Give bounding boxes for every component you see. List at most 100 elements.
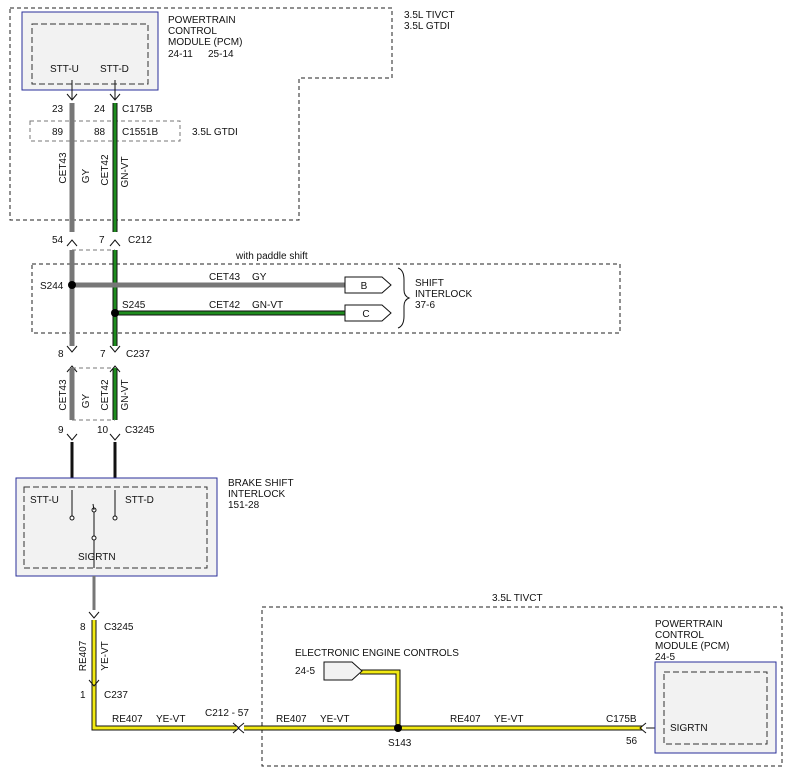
c175b-pin-23: 23 — [52, 104, 64, 115]
c237-pin-7: 7 — [100, 349, 106, 360]
connector-arrow-icon — [88, 611, 100, 619]
switch-contact-right — [112, 515, 118, 521]
lower-cet43-color: GY — [81, 393, 92, 408]
connector-arrow-icon — [66, 239, 78, 247]
splice-s245-label: S245 — [122, 300, 146, 311]
tivct-bottom-region — [261, 606, 783, 767]
connector-c-arrow[interactable] — [344, 304, 392, 322]
lower-cet42-circuit: CET42 — [100, 379, 111, 411]
connector-arrow-icon — [66, 345, 78, 353]
connector-arrow-icon — [88, 679, 100, 687]
c3245b-label: C3245 — [104, 622, 134, 633]
connector-arrow-icon — [109, 345, 121, 353]
brake-title-1: BRAKE SHIFT — [228, 478, 294, 489]
eec-ref: 24-5 — [295, 666, 315, 677]
variant-line-1: 3.5L TIVCT — [404, 10, 455, 21]
c237b-label: C237 — [104, 690, 128, 701]
re407-circuit-h2: RE407 — [276, 714, 307, 725]
c175b-b-pin-56: 56 — [626, 736, 638, 747]
connector-arrow-icon — [66, 93, 78, 101]
pcm-bottom-title-1: POWERTRAIN — [655, 619, 723, 630]
pcm-bottom-ref: 24-5 — [655, 652, 675, 663]
splice-s244[interactable] — [68, 281, 76, 289]
brake-module-inner — [23, 486, 208, 569]
tivct-bottom-label: 3.5L TIVCT — [492, 593, 543, 604]
re407-circuit-h3: RE407 — [450, 714, 481, 725]
brake-title-3: 151-28 — [228, 500, 260, 511]
branch-cet42-circuit: CET42 — [209, 300, 241, 311]
cet42-circuit-label: CET42 — [100, 154, 111, 186]
c212b-label: C212 - 57 — [205, 708, 249, 719]
re407-color-h3: YE-VT — [494, 714, 523, 725]
connector-arrow-icon — [109, 93, 121, 101]
c212-pin-54: 54 — [52, 235, 64, 246]
wire-re407-eec-branch[interactable] — [360, 670, 400, 728]
brake-pin-sigrtn: SIGRTN — [78, 552, 116, 563]
c175b-label: C175B — [122, 104, 153, 115]
connector-b-label: B — [361, 281, 368, 292]
connector-arrow-icon — [109, 433, 121, 441]
re407-circuit-vertical: RE407 — [78, 640, 89, 671]
c212-pin-7: 7 — [99, 235, 105, 246]
c237-label: C237 — [126, 349, 150, 360]
re407-color-h2: YE-VT — [320, 714, 349, 725]
shift-interlock-line-3: 37-6 — [415, 300, 435, 311]
wire-re407-left[interactable] — [92, 620, 237, 730]
switch-contact-left — [69, 515, 75, 521]
c1551b-note: 3.5L GTDI — [192, 127, 238, 138]
brake-title-2: INTERLOCK — [228, 489, 286, 500]
c212-label: C212 — [128, 235, 152, 246]
c3245-pin-9: 9 — [58, 425, 64, 436]
eec-label: ELECTRONIC ENGINE CONTROLS — [295, 648, 459, 659]
pcm-bottom-title-3: MODULE (PCM) — [655, 641, 729, 652]
connector-arrow-icon — [639, 722, 647, 734]
pcm-top-title-2: CONTROL — [168, 26, 217, 37]
connector-arrow-icon — [66, 433, 78, 441]
c237-pin-8: 8 — [58, 349, 64, 360]
pcm-top-ref-1: 24-11 — [168, 49, 193, 60]
splice-s143-label: S143 — [388, 738, 412, 749]
pcm-bottom-inner — [663, 671, 768, 745]
splice-s244-label: S244 — [40, 281, 64, 292]
variant-line-2: 3.5L GTDI — [404, 21, 450, 32]
c1551b-pin-88: 88 — [94, 127, 106, 138]
pcm-top-title-1: POWERTRAIN — [168, 15, 236, 26]
c3245-pin-10: 10 — [97, 425, 109, 436]
shift-interlock-line-1: SHIFT — [415, 278, 444, 289]
c3245b-pin-8: 8 — [80, 622, 86, 633]
tivct-gtdi-region — [9, 7, 393, 221]
pcm-top-ref-2: 25-14 — [208, 49, 234, 60]
pcm-bottom-module[interactable] — [654, 661, 777, 754]
c237b-pin-1: 1 — [80, 690, 86, 701]
re407-color-vertical: YE-VT — [100, 641, 111, 670]
pcm-top-pin-stt-u: STT-U — [50, 64, 79, 75]
cet42-color-label: GN-VT — [120, 156, 131, 187]
re407-circuit-h1: RE407 — [112, 714, 143, 725]
branch-cet43-color: GY — [252, 272, 267, 283]
c175b-b-label: C175B — [606, 714, 637, 725]
brake-pin-stt-u: STT-U — [30, 495, 59, 506]
pcm-bottom-title-2: CONTROL — [655, 630, 704, 641]
connector-arrow-icon — [232, 722, 240, 734]
brace-icon — [397, 267, 411, 329]
connector-c-label: C — [362, 309, 369, 320]
c175b-pin-24: 24 — [94, 104, 106, 115]
eec-connector-arrow[interactable] — [323, 661, 363, 681]
branch-cet42-color: GN-VT — [252, 300, 283, 311]
lower-cet43-circuit: CET43 — [58, 379, 69, 411]
c3245-label: C3245 — [125, 425, 155, 436]
brake-shift-interlock-module[interactable] — [15, 477, 218, 577]
splice-s245[interactable] — [111, 309, 119, 317]
re407-color-h1: YE-VT — [156, 714, 185, 725]
cet43-color-label: GY — [81, 168, 92, 183]
shift-interlock-line-2: INTERLOCK — [415, 289, 473, 300]
pcm-top-title-3: MODULE (PCM) — [168, 37, 242, 48]
brake-pin-stt-d: STT-D — [125, 495, 154, 506]
paddle-shift-region — [31, 263, 621, 334]
splice-s143[interactable] — [394, 724, 402, 732]
connector-b-arrow[interactable] — [344, 276, 392, 294]
c1551b-label: C1551B — [122, 127, 158, 138]
pcm-top-module[interactable] — [21, 11, 159, 91]
c1551b-connector — [29, 120, 181, 142]
